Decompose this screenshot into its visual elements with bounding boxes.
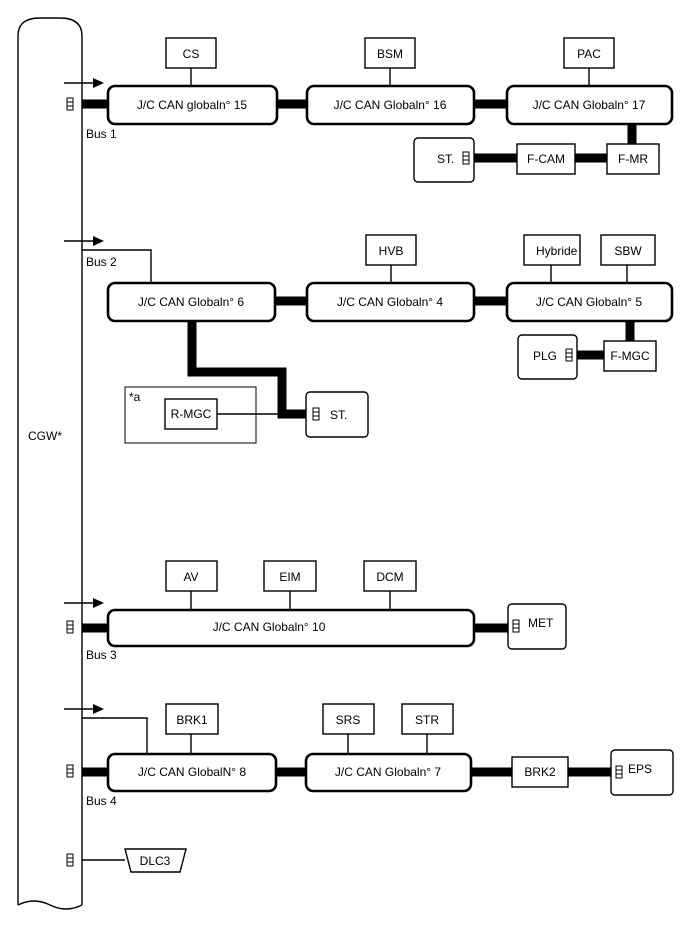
bus3-arrow	[64, 598, 104, 608]
note-a-region: *a	[124, 386, 257, 444]
ecu-eim: EIM	[263, 560, 317, 592]
ecu-brk2: BRK2	[511, 756, 569, 788]
jc8-box: J/C CAN GlobalN° 8	[106, 752, 278, 793]
note-a-label: *a	[129, 390, 141, 404]
ecu-fcam-label: F-CAM	[527, 152, 565, 166]
ecu-bsm: BSM	[364, 37, 416, 69]
jc17-box: J/C CAN Globaln° 17	[505, 84, 674, 126]
cgw-label: CGW*	[28, 429, 62, 443]
resistor-icon	[66, 764, 74, 778]
ecu-sbw: SBW	[600, 234, 656, 266]
bus4-arrow	[64, 704, 104, 714]
jc6-box: J/C CAN Globaln° 6	[106, 281, 277, 323]
ecu-hybride-label: Hybride	[536, 244, 578, 258]
ecu-brk1-label: BRK1	[176, 713, 208, 727]
ecu-dcm: DCM	[363, 560, 417, 592]
resistor-icon	[66, 853, 74, 867]
jc15-label: J/C CAN globaln° 15	[137, 98, 248, 112]
ecu-met-label: MET	[528, 616, 554, 630]
ecu-fmr-label: F-MR	[618, 152, 648, 166]
jc10-box: J/C CAN Globaln° 10	[106, 608, 476, 648]
ecu-fmgc-label: F-MGC	[610, 349, 650, 363]
jc6-label: J/C CAN Globaln° 6	[138, 295, 244, 309]
ecu-hybride: Hybride	[523, 234, 581, 266]
ecu-hvb-label: HVB	[379, 244, 404, 258]
resistor-icon	[462, 151, 470, 165]
ecu-rmgc-label: R-MGC	[171, 407, 212, 421]
bus4-group: Bus 4 J/C CAN GlobalN° 8 J/C CAN Globaln…	[82, 703, 674, 808]
jc5-box: J/C CAN Globaln° 5	[505, 281, 674, 323]
jc15-box: J/C CAN globaln° 15	[106, 84, 279, 126]
jc7-box: J/C CAN Globaln° 7	[304, 752, 473, 793]
ecu-st1-label: ST.	[437, 152, 454, 166]
ecu-pac-label: PAC	[577, 47, 601, 61]
jc4-label: J/C CAN Globaln° 4	[337, 295, 443, 309]
bus1-group: Bus 1 J/C CAN globaln° 15 J/C CAN Global…	[82, 37, 674, 183]
ecu-st2: ST.	[305, 391, 369, 438]
ecu-brk2-label: BRK2	[524, 765, 556, 779]
resistor-icon	[312, 407, 320, 421]
ecu-sbw-label: SBW	[614, 244, 642, 258]
bus3-group: Bus 3 J/C CAN Globaln° 10 AV EIM DCM MET	[82, 560, 567, 662]
jc16-box: J/C CAN Globaln° 16	[305, 84, 476, 126]
cgw-gateway: CGW*	[17, 17, 83, 910]
ecu-st1: ST.	[413, 137, 475, 183]
bus4-label: Bus 4	[86, 794, 117, 808]
ecu-str-label: STR	[415, 713, 439, 727]
jc5-label: J/C CAN Globaln° 5	[536, 295, 642, 309]
ecu-brk1: BRK1	[165, 703, 219, 735]
ecu-met: MET	[507, 603, 567, 650]
dlc3-label: DLC3	[140, 854, 171, 868]
ecu-cs-label: CS	[183, 47, 200, 61]
bus2-group: Bus 2 J/C CAN Globaln° 6 J/C CAN Globaln…	[82, 234, 674, 444]
ecu-av-label: AV	[183, 570, 198, 584]
ecu-plg: PLG	[517, 334, 578, 380]
bus3-label: Bus 3	[86, 648, 117, 662]
ecu-av: AV	[165, 560, 218, 592]
jc4-box: J/C CAN Globaln° 4	[305, 281, 476, 323]
dlc3-connector: DLC3	[124, 848, 187, 873]
jc10-label: J/C CAN Globaln° 10	[213, 620, 326, 634]
ecu-eps-label: EPS	[628, 762, 652, 776]
ecu-fcam: F-CAM	[516, 143, 576, 175]
ecu-srs-label: SRS	[336, 713, 361, 727]
jc7-label: J/C CAN Globaln° 7	[335, 765, 441, 779]
bus-arrows	[64, 78, 104, 714]
ecu-fmgc: F-MGC	[603, 340, 657, 372]
ecu-rmgc: R-MGC	[164, 398, 218, 430]
resistor-icon	[66, 620, 74, 634]
ecu-fmr: F-MR	[606, 143, 660, 175]
ecu-hvb: HVB	[365, 234, 417, 266]
bus1-arrow	[64, 78, 104, 88]
jc8-label: J/C CAN GlobalN° 8	[138, 765, 246, 779]
resistor-icon	[66, 97, 74, 111]
ecu-cs: CS	[165, 37, 217, 69]
bus2-label: Bus 2	[86, 255, 117, 269]
ecu-pac: PAC	[563, 37, 615, 69]
resistor-icon	[615, 765, 623, 779]
resistor-icon	[512, 619, 520, 633]
resistor-icon	[565, 348, 573, 362]
cgw-terminators	[66, 97, 74, 867]
bus1-label: Bus 1	[86, 127, 117, 141]
ecu-eps: EPS	[610, 749, 674, 796]
ecu-dcm-label: DCM	[376, 570, 403, 584]
ecu-st2-label: ST.	[330, 408, 347, 422]
ecu-plg-label: PLG	[533, 349, 557, 363]
ecu-srs: SRS	[322, 703, 375, 735]
ecu-eim-label: EIM	[279, 570, 300, 584]
dlc3-group: DLC3	[82, 848, 187, 873]
jc16-label: J/C CAN Globaln° 16	[334, 98, 447, 112]
jc17-label: J/C CAN Globaln° 17	[533, 98, 646, 112]
ecu-str: STR	[401, 703, 454, 735]
bus2-arrow	[64, 236, 104, 246]
ecu-bsm-label: BSM	[377, 47, 403, 61]
